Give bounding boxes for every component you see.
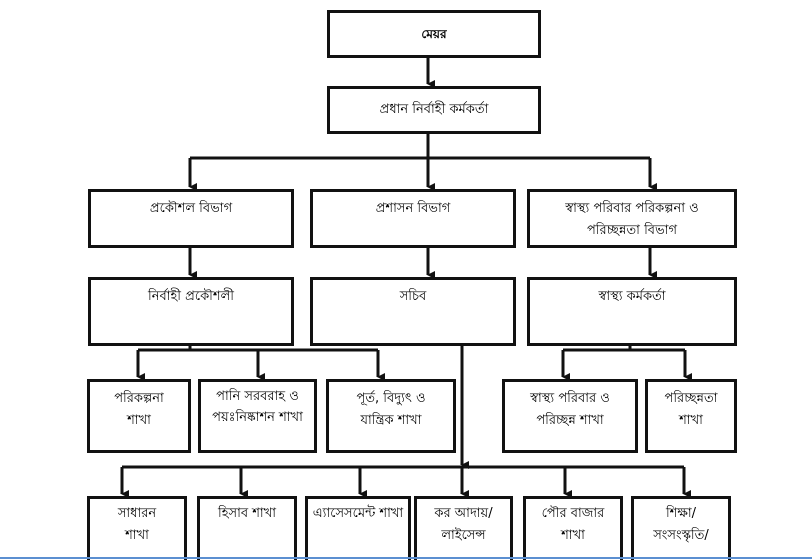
branch-water-supply: পানি সরবরাহ ও পয়ঃনিষ্কাশন শাখা xyxy=(198,379,317,453)
dept-health: স্বাস্থ্য পরিবার পরিকল্পনা ও পরিচ্ছন্নতা… xyxy=(527,189,737,248)
branch-health-family: স্বাস্থ্য পরিবার ও পরিচ্ছন্ন শাখা xyxy=(502,379,638,453)
branch-accounts: হিসাব শাখা xyxy=(197,496,297,560)
officer-executive-engineer: নির্বাহী প্রকৌশলী xyxy=(88,277,294,346)
branch-general: সাধারন শাখা xyxy=(87,496,187,560)
page-bottom-divider xyxy=(0,557,812,559)
branch-municipal-market: পৌর বাজার শাখা xyxy=(523,496,623,560)
branch-education-culture: শিক্ষা/ সংসংস্কৃতি/ xyxy=(631,496,731,560)
officer-secretary: সচিব xyxy=(310,277,516,346)
branch-assessment: এ্যাসেসমেন্ট শাখা xyxy=(305,496,411,560)
branch-planning: পরিকল্পনা শাখা xyxy=(87,379,191,453)
dept-administration: প্রশাসন বিভাগ xyxy=(310,189,516,248)
ceo-box: প্রধান নির্বাহী কর্মকর্তা xyxy=(327,86,541,134)
branch-works-electric: পূর্ত, বিদ্যুৎ ও যান্ত্রিক শাখা xyxy=(326,379,456,453)
branch-tax-license: কর আদায়/ লাইসেন্স xyxy=(414,496,513,560)
dept-engineering: প্রকৌশল বিভাগ xyxy=(88,189,294,248)
officer-health: স্বাস্থ্য কর্মকর্তা xyxy=(527,277,737,346)
mayor-box: মেয়র xyxy=(327,10,541,58)
branch-cleanliness: পরিচ্ছন্নতা শাখা xyxy=(645,379,737,453)
